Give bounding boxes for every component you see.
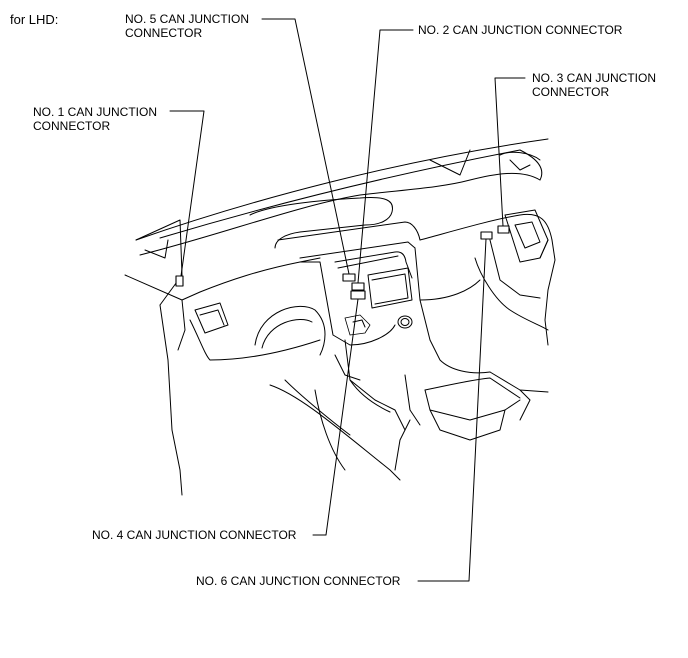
leader-line-c3 [494, 77, 526, 227]
connector-2-icon [351, 282, 365, 291]
label-connector-1: NO. 1 CAN JUNCTION CONNECTOR [33, 105, 158, 133]
leader-lines [169, 18, 526, 582]
diagram-title: for LHD: [10, 12, 59, 27]
leader-line-c4 [312, 298, 359, 536]
label-connector-5: NO. 5 CAN JUNCTION CONNECTOR [125, 12, 250, 40]
leader-line-c1 [169, 110, 205, 277]
connector-4-icon [350, 290, 366, 300]
connector-6-icon [480, 231, 493, 240]
label-connector-6: NO. 6 CAN JUNCTION CONNECTOR [196, 574, 401, 588]
connector-1-icon [175, 275, 184, 287]
connector-5-icon [342, 273, 356, 282]
connector-3-icon [497, 225, 510, 234]
label-connector-4: NO. 4 CAN JUNCTION CONNECTOR [92, 528, 297, 542]
leader-line-c5 [261, 18, 350, 275]
dashboard-outline [124, 138, 556, 496]
connector-markers [175, 225, 510, 300]
label-connector-2: NO. 2 CAN JUNCTION CONNECTOR [418, 23, 623, 37]
label-connector-3: NO. 3 CAN JUNCTION CONNECTOR [532, 71, 657, 99]
leader-line-c2 [357, 29, 414, 284]
leader-line-c6 [417, 238, 487, 582]
